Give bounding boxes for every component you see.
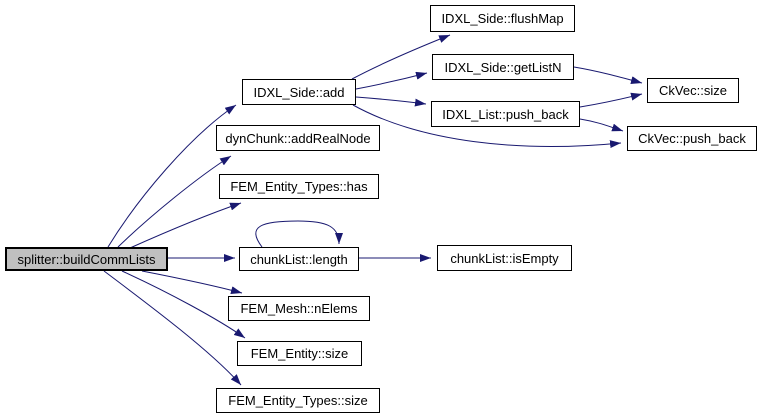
node-idxl-list-push-back[interactable]: IDXL_List::push_back [431, 101, 580, 127]
node-ckvec-size[interactable]: CkVec::size [647, 78, 739, 103]
node-label: dynChunk::addRealNode [225, 130, 371, 146]
edge-buildcommlists-to-fem-entity-types-has [129, 202, 242, 249]
node-label: CkVec::size [659, 83, 727, 98]
edge-idxl-side-add-to-idxl-side-flushmap [351, 34, 451, 80]
node-label: splitter::buildCommLists [17, 251, 156, 267]
node-label: FEM_Mesh::nElems [240, 301, 358, 316]
node-ckvec-push-back[interactable]: CkVec::push_back [627, 126, 757, 151]
edge-chunklist-length-self-loop [255, 220, 343, 248]
node-label: IDXL_Side::add [253, 84, 345, 100]
node-label: FEM_Entity_Types::size [228, 393, 368, 408]
node-idxl-side-flushmap[interactable]: IDXL_Side::flushMap [430, 5, 575, 32]
edge-idxl-side-add-to-idxl-list-push-back [355, 96, 427, 107]
edge-buildcommlists-to-fem-mesh-nelems [141, 270, 243, 295]
node-splitter-buildcommlists: splitter::buildCommLists [5, 247, 168, 271]
node-idxl-side-getlistn[interactable]: IDXL_Side::getListN [432, 54, 574, 80]
node-label: CkVec::push_back [638, 131, 746, 146]
edge-idxl-list-push-back-to-ckvec-push-back [579, 118, 624, 132]
edge-buildcommlists-to-idxl-side-add [107, 104, 237, 248]
node-label: chunkList::length [250, 251, 348, 267]
node-label: IDXL_Side::getListN [444, 59, 562, 75]
node-fem-entity-types-has[interactable]: FEM_Entity_Types::has [219, 174, 379, 199]
node-dynchunk-addrealnode[interactable]: dynChunk::addRealNode [216, 125, 380, 151]
node-label: FEM_Entity_Types::has [230, 179, 368, 194]
edge-buildcommlists-to-dynchunk-addrealnode [117, 155, 232, 248]
node-fem-entity-types-size[interactable]: FEM_Entity_Types::size [216, 388, 380, 413]
node-idxl-side-add[interactable]: IDXL_Side::add [242, 79, 356, 105]
node-label: IDXL_List::push_back [442, 106, 569, 122]
edge-idxl-side-add-to-idxl-side-getlistn [355, 71, 428, 90]
edge-idxl-list-push-back-to-ckvec-size [579, 92, 643, 108]
node-chunklist-length[interactable]: chunkList::length [239, 247, 359, 271]
node-fem-mesh-nelems[interactable]: FEM_Mesh::nElems [228, 296, 370, 321]
node-label: IDXL_Side::flushMap [441, 11, 564, 26]
node-chunklist-isempty[interactable]: chunkList::isEmpty [437, 245, 572, 271]
edge-idxl-side-getlistn-to-ckvec-size [573, 66, 643, 84]
edge-idxl-side-add-to-ckvec-push-back [352, 104, 622, 149]
edge-buildcommlists-to-fem-entity-size [121, 270, 246, 339]
node-label: FEM_Entity::size [250, 346, 349, 361]
edge-buildcommlists-to-fem-entity-types-size [103, 270, 242, 386]
node-label: chunkList::isEmpty [450, 250, 559, 266]
node-fem-entity-size[interactable]: FEM_Entity::size [237, 341, 362, 366]
